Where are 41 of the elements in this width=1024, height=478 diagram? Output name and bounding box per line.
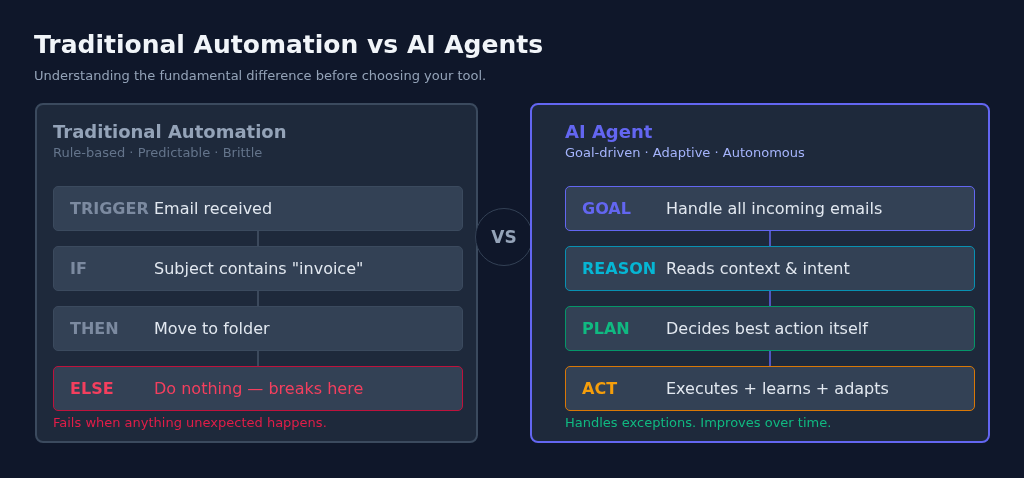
step-keyword: IF [70, 259, 87, 278]
page-title: Traditional Automation vs AI Agents [34, 30, 544, 59]
connector-line [257, 290, 259, 307]
step-row [53, 186, 463, 231]
step-description: Email received [154, 199, 273, 218]
step-keyword: THEN [70, 319, 119, 338]
step-keyword: ELSE [70, 379, 114, 398]
step-keyword: REASON [582, 259, 657, 278]
step-description: Do nothing — breaks here [154, 379, 364, 398]
step-description: Reads context & intent [666, 259, 850, 278]
page-subtitle: Understanding the fundamental difference before choosing your tool. [34, 68, 487, 83]
panel-tags: Rule-based · Predictable · Brittle [53, 145, 263, 160]
panel-tags: Goal-driven · Adaptive · Autonomous [565, 145, 805, 160]
vs-badge: VS [475, 208, 533, 266]
panel-heading: AI Agent [565, 121, 653, 142]
comparison-panel [530, 103, 990, 443]
connector-line [257, 230, 259, 247]
step-description: Executes + learns + adapts [666, 379, 889, 398]
step-row [53, 366, 463, 411]
connector-line [769, 230, 771, 247]
connector-line [769, 290, 771, 307]
step-description: Handle all incoming emails [666, 199, 883, 218]
step-row [53, 306, 463, 351]
step-keyword: ACT [582, 379, 618, 398]
step-row [565, 186, 975, 231]
step-row [565, 246, 975, 291]
step-description: Subject contains "invoice" [154, 259, 364, 278]
step-keyword: GOAL [582, 199, 631, 218]
panel-note: Fails when anything unexpected happens. [53, 415, 327, 430]
step-keyword: PLAN [582, 319, 630, 338]
comparison-panel [35, 103, 478, 443]
step-description: Decides best action itself [666, 319, 868, 338]
step-row [565, 306, 975, 351]
step-row [53, 246, 463, 291]
step-row [565, 366, 975, 411]
connector-line [769, 350, 771, 367]
step-description: Move to folder [154, 319, 270, 338]
panel-heading: Traditional Automation [53, 121, 287, 142]
connector-line [257, 350, 259, 367]
panel-note: Handles exceptions. Improves over time. [565, 415, 832, 430]
step-keyword: TRIGGER [70, 199, 149, 218]
